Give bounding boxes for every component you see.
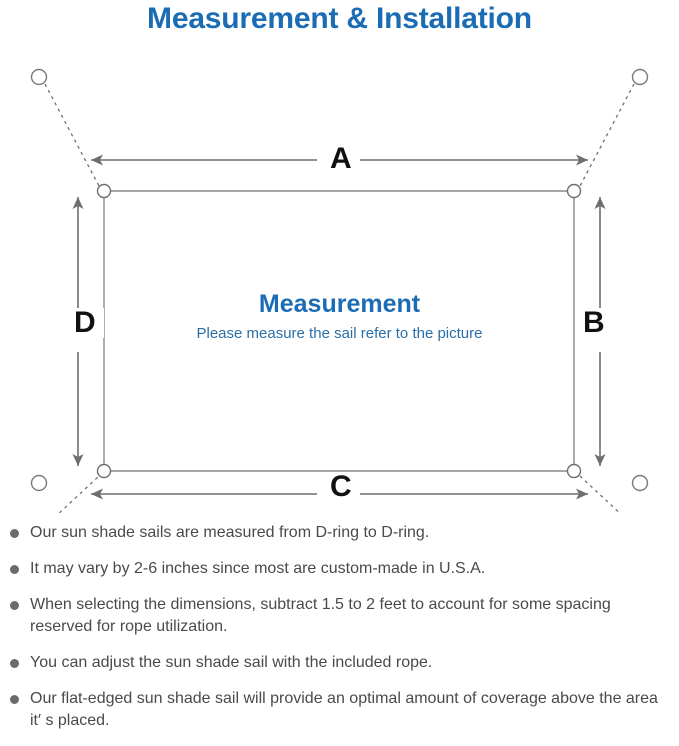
diagram-center-subtitle: Please measure the sail refer to the pic… — [196, 325, 483, 342]
list-item: It may vary by 2-6 inches since most are… — [0, 558, 679, 580]
list-item: Our flat-edged sun shade sail will provi… — [0, 688, 679, 732]
diagram-center-title: Measurement — [258, 290, 421, 318]
diagram-svg — [30, 68, 649, 514]
dimension-label-c: C — [322, 472, 360, 502]
anchor-point-bottom-left — [30, 474, 48, 492]
list-item: Our sun shade sails are measured from D-… — [0, 522, 679, 544]
list-item: You can adjust the sun shade sail with t… — [0, 652, 679, 674]
dimension-label-d: D — [66, 308, 104, 338]
anchor-point-top-left — [30, 68, 48, 86]
sail-rectangle — [103, 190, 575, 472]
bullet-icon — [10, 529, 19, 538]
note-text: Our sun shade sails are measured from D-… — [30, 524, 430, 541]
rope-top-left — [44, 83, 100, 187]
d-ring-bottom-right — [566, 463, 582, 479]
rope-bottom-right — [579, 475, 620, 514]
d-ring-bottom-left — [96, 463, 112, 479]
note-text: When selecting the dimensions, subtract … — [30, 596, 611, 635]
anchor-point-top-right — [631, 68, 649, 86]
anchor-point-bottom-right — [631, 474, 649, 492]
list-item: When selecting the dimensions, subtract … — [0, 594, 679, 638]
note-text: It may vary by 2-6 inches since most are… — [30, 560, 486, 577]
rope-top-right — [579, 83, 635, 187]
bullet-icon — [10, 565, 19, 574]
note-text: You can adjust the sun shade sail with t… — [30, 654, 433, 671]
d-ring-top-right — [566, 183, 582, 199]
d-ring-top-left — [96, 183, 112, 199]
bullet-icon — [10, 695, 19, 704]
dimension-label-b: B — [575, 308, 613, 338]
note-text: Our flat-edged sun shade sail will provi… — [30, 690, 658, 729]
bullet-icon — [10, 659, 19, 668]
dimension-label-a: A — [322, 144, 360, 174]
measurement-diagram: A B C D Measurement Please measure the s… — [0, 50, 679, 520]
page-title: Measurement & Installation — [147, 2, 532, 35]
notes-list: Our sun shade sails are measured from D-… — [0, 522, 679, 746]
rope-bottom-left — [59, 475, 100, 514]
bullet-icon — [10, 601, 19, 610]
